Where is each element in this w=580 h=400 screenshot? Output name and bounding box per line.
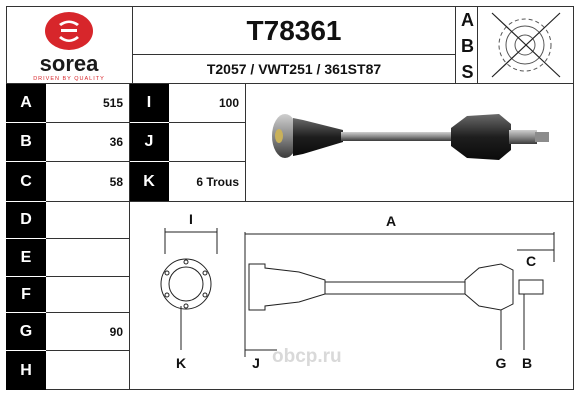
abs-letter-b: B: [461, 35, 474, 56]
spec-label-d: D: [6, 202, 46, 239]
spec-value-c: 58: [46, 162, 129, 202]
dim-label-a: A: [386, 213, 396, 229]
dim-label-i: I: [189, 211, 193, 227]
spec-label-f: F: [6, 277, 46, 313]
spec-label-c: C: [6, 162, 46, 202]
abs-letter-a: A: [461, 9, 474, 30]
abs-ring-crossed-icon: [491, 12, 561, 78]
spec-label-g: G: [6, 313, 46, 351]
dim-label-c: C: [526, 253, 536, 269]
spec-value-k: 6 Trous: [169, 162, 245, 202]
dim-label-k: K: [176, 355, 186, 371]
spec-label-i: I: [129, 84, 169, 123]
spec-value-j: [169, 123, 245, 162]
drive-shaft-photo-icon: [272, 114, 549, 160]
watermark: оbcp.ru: [272, 346, 342, 367]
dim-label-b: B: [522, 355, 532, 371]
spec-label-k: K: [129, 162, 169, 202]
spec-value-h: [46, 351, 129, 390]
drive-shaft-drawing-icon: I A C K J G B: [160, 211, 555, 371]
brand-tagline: DRIVEN BY QUALITY: [33, 76, 105, 82]
grid-line: [129, 84, 130, 390]
spec-label-e: E: [6, 239, 46, 277]
spec-value-i: 100: [169, 84, 245, 123]
spec-value-a: 515: [46, 84, 129, 123]
product-photo: [245, 84, 574, 202]
abs-letter-s: S: [461, 61, 474, 82]
spec-label-h: H: [6, 351, 46, 390]
grid-line: [245, 84, 246, 202]
spec-label-a: A: [6, 84, 46, 123]
dim-label-g: G: [496, 355, 507, 371]
technical-drawing: I A C K J G B: [129, 202, 574, 390]
spec-value-d: [46, 202, 129, 239]
brand-logo-cell: sorea DRIVEN BY QUALITY: [6, 6, 133, 84]
sorea-logo-icon: sorea DRIVEN BY QUALITY: [33, 12, 105, 82]
spec-value-f: [46, 277, 129, 313]
brand-name: sorea: [40, 51, 99, 76]
grid-line: [129, 201, 574, 202]
spec-label-b: B: [6, 123, 46, 162]
abs-column: A B S: [455, 6, 478, 84]
spec-value-b: 36: [46, 123, 129, 162]
abs-ring-cell: [477, 6, 574, 84]
spec-label-j: J: [129, 123, 169, 162]
spec-value-g: 90: [46, 313, 129, 351]
dim-label-j: J: [252, 355, 260, 371]
cross-references: T2057 / VWT251 / 361ST87: [132, 54, 456, 84]
spec-value-e: [46, 239, 129, 277]
part-number: T78361: [132, 6, 456, 55]
